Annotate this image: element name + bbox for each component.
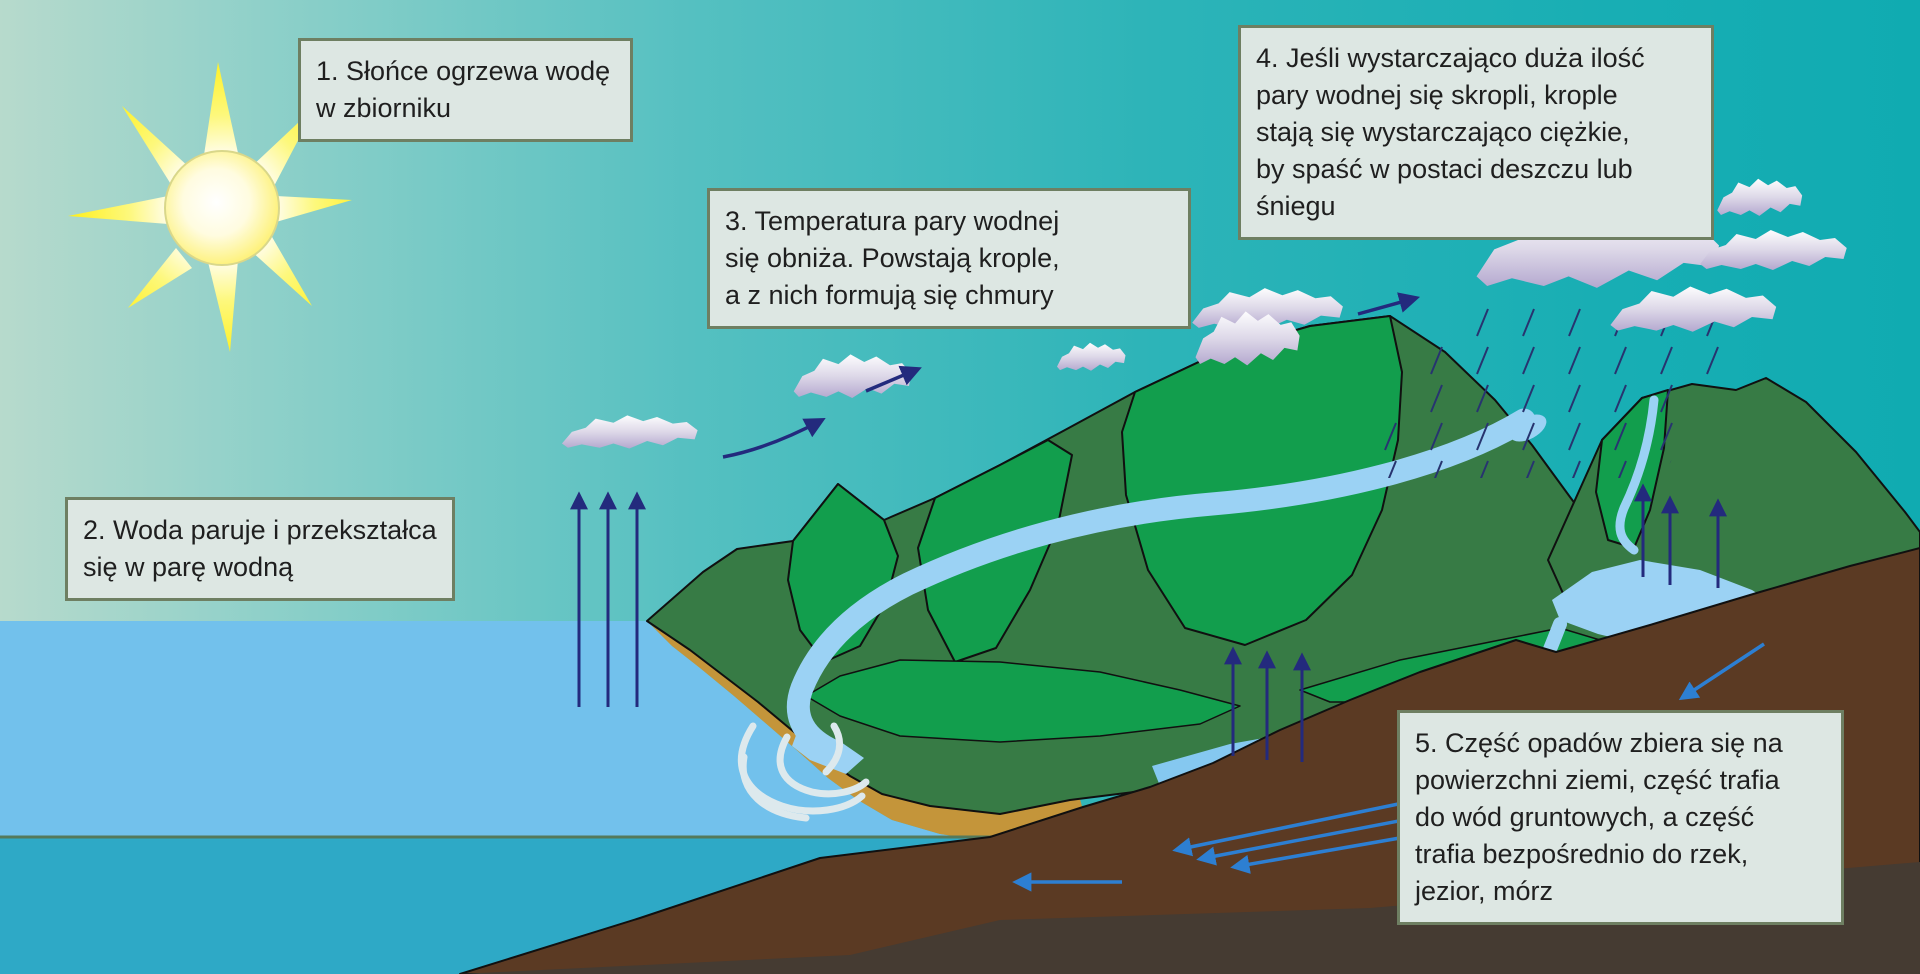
ground-strip [460, 862, 1920, 974]
step-1-caption: 1. Słońce ogrzewa wodę w zbiorniku [298, 38, 633, 142]
arrow-right-icon [1357, 292, 1421, 316]
evaporation-arrows-right [1634, 483, 1727, 588]
cloud-icon [1700, 230, 1847, 270]
arrow-right-icon [865, 365, 922, 393]
cloud-icon [1057, 342, 1126, 371]
evaporation-arrows-middle [1224, 646, 1311, 762]
step-2-caption: 2. Woda paruje i przekształca się w parę… [65, 497, 455, 601]
wave-swirls [737, 722, 870, 822]
runoff-to-lake-arrow [1678, 642, 1765, 701]
evaporation-arrows-left [570, 491, 646, 707]
arrow-left-icon [1172, 795, 1433, 857]
valley-field [805, 659, 1241, 743]
arrow-right-icon [722, 418, 826, 459]
cloud-icon [1717, 178, 1803, 216]
cloud-icon [561, 415, 698, 449]
rain-dashes [1358, 300, 1758, 478]
step-5-caption: 5. Część opadów zbiera się na powierzchn… [1397, 710, 1844, 925]
sun-icon [68, 62, 352, 352]
cloud-icon [793, 354, 912, 398]
cloud-icon [1610, 286, 1777, 332]
cloud-drift-arrows [722, 292, 1421, 459]
groundwater-arrows [1012, 642, 1765, 892]
step-3-caption: 3. Temperatura pary wodnej się obniża. P… [707, 188, 1191, 329]
step-4-caption: 4. Jeśli wystarczająco duża ilość pary w… [1238, 25, 1714, 240]
